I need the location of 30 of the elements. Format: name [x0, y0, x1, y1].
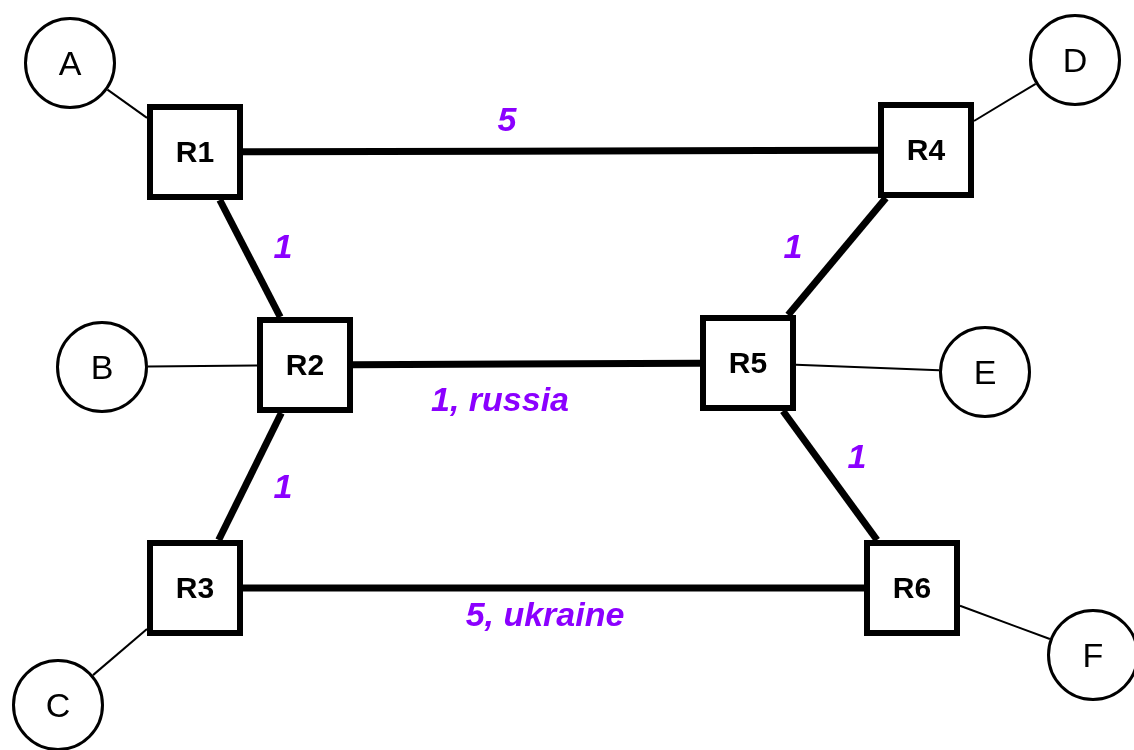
- router-box: [257, 317, 353, 413]
- router-box: [147, 104, 243, 200]
- connector-line: [795, 363, 941, 372]
- node-label: R3: [175, 571, 215, 605]
- connector-line: [353, 359, 700, 369]
- node-label: D: [1062, 40, 1088, 80]
- node-label: R2: [285, 348, 325, 382]
- connector-line: [243, 584, 864, 592]
- node-label: B: [90, 347, 114, 387]
- connector-line: [216, 198, 284, 319]
- connector-line: [92, 628, 148, 677]
- router-box: [864, 540, 960, 636]
- node-label: R5: [728, 346, 768, 380]
- router-box: [878, 102, 974, 198]
- node-label: R4: [906, 133, 946, 167]
- router-box: [700, 315, 796, 411]
- connector-line: [243, 146, 878, 156]
- node-label: E: [973, 352, 997, 392]
- node-label: A: [58, 43, 82, 83]
- connector-line: [973, 82, 1037, 122]
- node-label: R6: [892, 571, 932, 605]
- connector-line: [959, 604, 1051, 641]
- connector-line: [147, 364, 258, 368]
- connector-line: [106, 88, 148, 119]
- connector-line: [215, 411, 285, 542]
- node-label: C: [45, 685, 71, 725]
- router-box: [147, 540, 243, 636]
- node-label: R1: [175, 135, 215, 169]
- connector-line: [785, 195, 889, 318]
- node-label: F: [1082, 635, 1104, 675]
